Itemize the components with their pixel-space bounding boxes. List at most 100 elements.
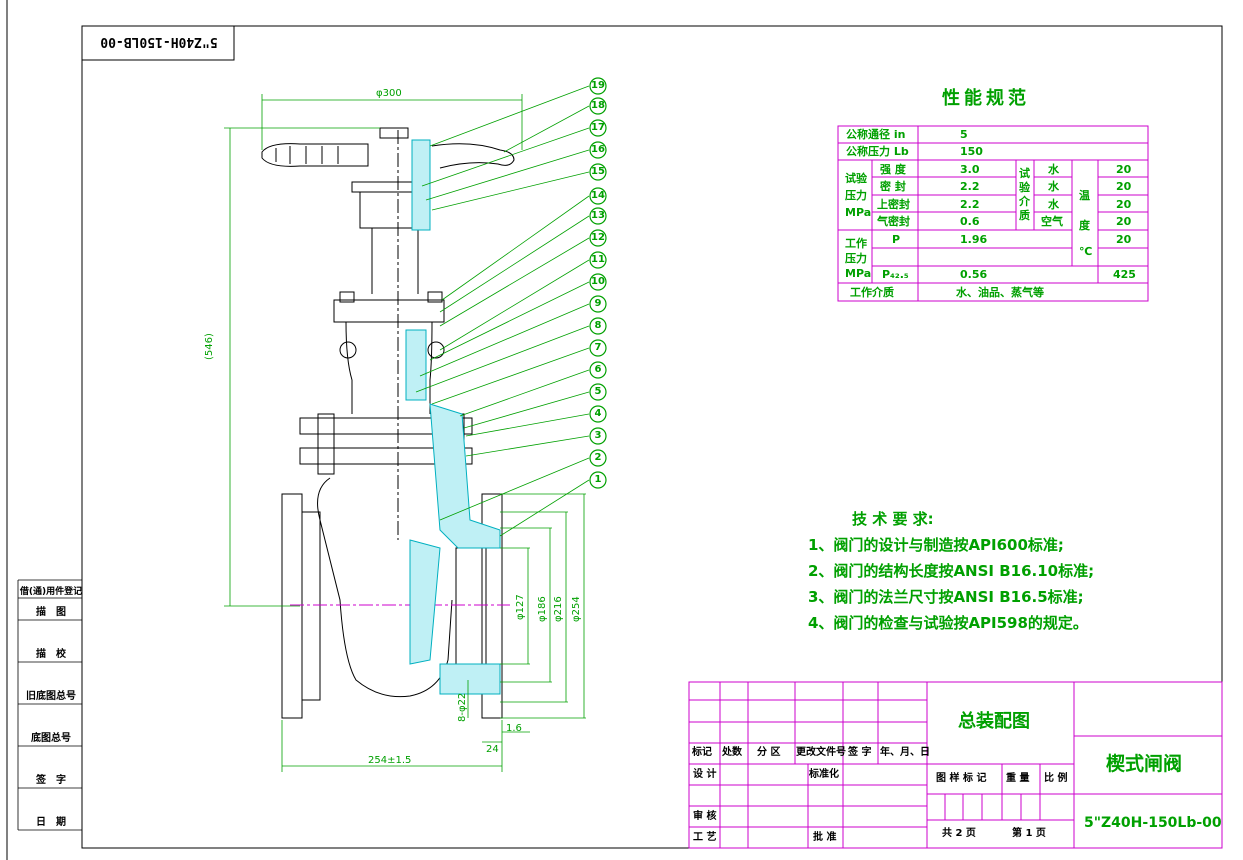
perf-strength-label: 强 度 [880,163,906,176]
dim-height: (546) [204,333,215,360]
tb-product-name: 楔式闸阀 [1106,753,1183,775]
tb-mark: 标记 [692,747,712,758]
perf-medium-air: 空气 [1041,215,1063,228]
tech-title: 技 术 要 求: [852,510,934,528]
balloon-13: 13 [591,210,605,221]
balloon-15: 15 [591,166,605,177]
perf-temp-label-1: 温 [1079,189,1090,202]
perf-temp-label-3: ℃ [1079,245,1093,258]
side-draw: 描 图 [36,607,66,618]
balloon-19: 19 [591,80,605,91]
dim-d254: φ254 [571,596,582,622]
side-base-no: 底图总号 [31,733,71,744]
dim-d127: φ127 [515,594,526,620]
balloon-7: 7 [594,342,602,353]
perf-temp-3: 20 [1116,198,1132,211]
perf-r1-label: 公称通径 in [846,128,906,141]
perf-test-label-2: 压力 [845,189,867,202]
perf-p-label: P [892,233,901,246]
side-old-no: 旧底图总号 [26,691,76,702]
perf-work-label-1: 工作 [845,237,867,250]
side-check: 描 校 [36,649,66,660]
balloon-12: 12 [591,232,605,243]
side-date: 日 期 [36,817,66,828]
balloon-17: 17 [591,122,605,133]
side-register: 借(通)用件登记 [19,587,83,597]
perf-medium-water-3: 水 [1048,198,1059,211]
title-block-grid [688,681,1223,849]
perf-medium-label: 工作介质 [850,286,894,299]
perf-work-label-3: MPa [845,267,872,280]
perf-test-label-3: MPa [845,206,872,219]
tb-weight: 重 量 [1006,773,1030,784]
balloon-4: 4 [594,408,602,419]
tb-standard: 标准化 [809,769,839,780]
balloon-leaders [415,85,590,537]
perf-p425-label: P₄₂.₅ [882,268,909,281]
perf-upseal-value: 2.2 [960,198,980,211]
perf-strength-value: 3.0 [960,163,980,176]
perf-r2-value: 150 [960,145,983,158]
perf-temp-2: 20 [1116,180,1132,193]
perf-medium-value: 水、油品、蒸气等 [956,286,1044,299]
perf-medium-water-2: 水 [1048,180,1059,193]
dim-d186: φ186 [537,596,548,622]
perf-seal-label: 密 封 [880,180,906,193]
tb-total-sheets: 共 2 页 [942,828,976,839]
dim-t16: 1.6 [506,723,522,734]
balloon-8: 8 [594,320,602,331]
perf-work-label-2: 压力 [845,252,867,265]
dimension-lines [224,94,586,772]
tech-item-3: 3、阀门的法兰尺寸按ANSI B16.5标准; [808,588,1084,606]
tb-scale: 比 例 [1044,773,1068,784]
perf-temp-4: 20 [1116,215,1132,228]
dim-d216: φ216 [553,596,564,622]
valve-outline [261,127,515,719]
tb-review: 审 核 [693,811,717,822]
drawing-code-rotated: 5"Z40H-150LB-00 [100,34,218,49]
perf-table-grid [837,125,1149,302]
perf-medium-water-1: 水 [1048,163,1059,176]
balloon-18: 18 [591,100,605,111]
balloon-2: 2 [594,452,602,463]
perf-gasseal-value: 0.6 [960,215,980,228]
perf-medium-label-2: 验 [1019,181,1030,194]
tb-sign: 签 字 [848,747,872,758]
dim-t24: 24 [486,744,499,755]
perf-temp-5: 20 [1116,233,1132,246]
balloon-3: 3 [594,430,602,441]
perf-temp-label-2: 度 [1079,219,1090,232]
tb-approve: 批 准 [813,832,837,843]
tb-change-no: 更改文件号 [796,747,846,758]
perf-medium-label-4: 质 [1019,209,1030,222]
tb-drawing-mark: 图 样 标 记 [936,773,987,784]
perf-r2-label: 公称压力 Lb [846,145,909,158]
perf-medium-label-1: 试 [1019,167,1030,180]
perf-gasseal-label: 气密封 [877,215,910,228]
balloon-6: 6 [594,364,602,375]
perf-temp-6: 425 [1113,268,1136,281]
tech-item-2: 2、阀门的结构长度按ANSI B16.10标准; [808,562,1095,580]
perf-title: 性能规范 [942,88,1030,109]
perf-temp-1: 20 [1116,163,1132,176]
valve-section [405,139,501,695]
perf-p-value: 1.96 [960,233,988,246]
side-register-table [17,579,82,831]
tb-sheet: 第 1 页 [1012,828,1046,839]
tb-drawing-name: 总装配图 [958,711,1030,732]
dim-holes: 8-φ22 [457,692,468,722]
balloon-9: 9 [594,298,602,309]
tb-zone: 分 区 [757,747,781,758]
balloon-circles [589,77,607,489]
code-box [81,25,235,61]
balloon-10: 10 [591,276,605,287]
tb-place: 处数 [722,747,742,758]
side-sign: 签 字 [36,775,66,786]
perf-r1-value: 5 [960,128,968,141]
tb-code: 5"Z40H-150Lb-00 [1084,815,1222,831]
balloon-1: 1 [594,474,602,485]
tb-design: 设 计 [693,769,717,780]
perf-test-label-1: 试验 [845,172,867,185]
tb-process: 工 艺 [693,832,717,843]
